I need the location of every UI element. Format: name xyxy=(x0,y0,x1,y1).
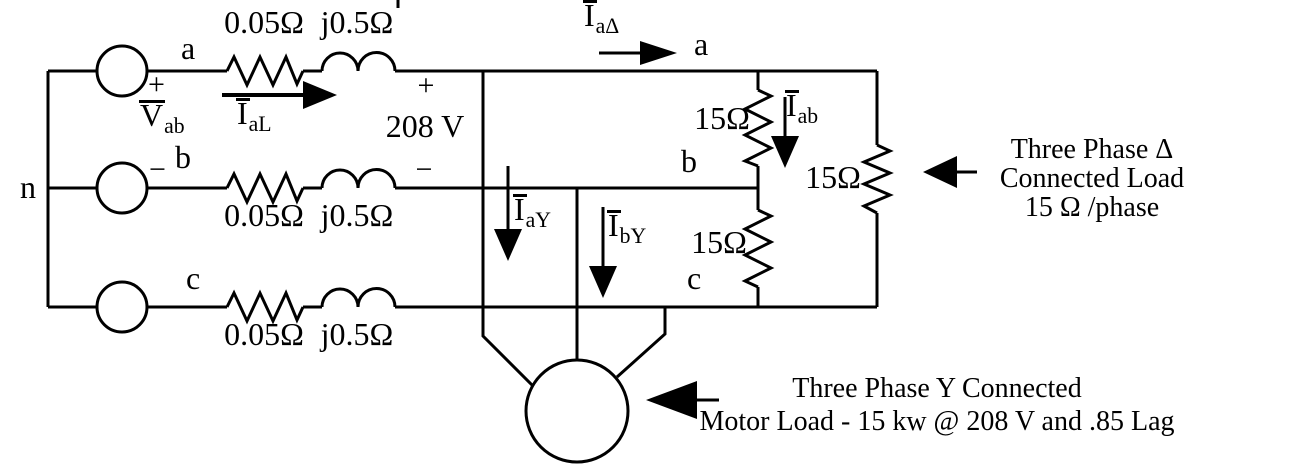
i-bY-arrowhead-icon xyxy=(589,266,617,298)
delta-note-arrowhead-icon xyxy=(923,156,957,188)
motor-load-note: Three Phase Y Connected Motor Load - 15 … xyxy=(699,372,1174,438)
bus-minus-sign: − xyxy=(415,153,433,186)
delta-resistor-ab-value: 15Ω xyxy=(694,100,750,136)
source-b-circle xyxy=(95,161,149,215)
source-voltage-label: Vab xyxy=(138,97,185,138)
resistance-label-c: 0.05Ω xyxy=(224,316,304,352)
source-node-b-label: b xyxy=(175,139,191,175)
inductor-a xyxy=(320,51,397,72)
inductor-b xyxy=(320,168,397,189)
i-aY-arrowhead-icon xyxy=(494,229,522,261)
delta-resistor-ab xyxy=(741,88,775,168)
iaL-subscript: aL xyxy=(248,111,272,136)
wye-feeder-a xyxy=(481,71,535,388)
current-iab-label: Iab xyxy=(785,87,819,128)
inductor-c xyxy=(320,287,397,308)
resistor-a xyxy=(225,53,305,89)
current-iaY-label: IaY xyxy=(513,191,552,232)
delta-note-line-3: 15 Ω /phase xyxy=(1024,192,1160,223)
iaDelta-subscript: aΔ xyxy=(595,13,620,38)
delta-note-line-2: Connected Load xyxy=(999,163,1185,194)
iaL-symbol: I xyxy=(236,95,250,131)
neutral-node-label: n xyxy=(20,169,36,205)
i-ab-arrowhead-icon xyxy=(771,136,799,168)
ibY-subscript: bY xyxy=(619,223,647,248)
iaY-symbol: I xyxy=(513,191,527,227)
delta-note-line-1: Three Phase Δ xyxy=(1010,134,1174,165)
bus-voltage-label: 208 V xyxy=(385,108,465,144)
iab-symbol: I xyxy=(785,87,799,123)
i-aDelta-arrowhead-icon xyxy=(640,41,677,65)
load-node-a-label: a xyxy=(694,26,709,62)
motor-circle xyxy=(524,358,630,464)
wye-feeder-c xyxy=(615,307,667,379)
reactance-label-b: j0.5Ω xyxy=(320,197,394,233)
source-minus-sign: − xyxy=(149,153,166,186)
motor-note-arrowhead-icon xyxy=(646,381,697,419)
i-aL-arrowhead-icon xyxy=(303,81,337,109)
delta-load-note: Three Phase Δ Connected Load 15 Ω /phase xyxy=(1000,135,1184,222)
current-iaL-label: IaL xyxy=(236,95,272,136)
reactance-label-c: j0.5Ω xyxy=(320,316,394,352)
bus-plus-sign: + xyxy=(417,69,435,102)
load-node-c-label: c xyxy=(687,260,702,296)
resistor-b xyxy=(225,170,305,206)
current-iaDelta-label: IaΔ xyxy=(583,0,620,38)
source-node-c-label: c xyxy=(186,260,201,296)
reactance-label-a: j0.5Ω xyxy=(320,4,394,40)
vab-symbol: V xyxy=(138,97,166,133)
delta-resistor-ca-value: 15Ω xyxy=(805,159,861,195)
motor-note-line-2: Motor Load - 15 kw @ 208 V and .85 Lag xyxy=(699,406,1175,437)
source-node-a-label: a xyxy=(181,30,196,66)
ibY-symbol: I xyxy=(607,207,621,243)
vab-subscript: ab xyxy=(164,113,185,138)
iab-subscript: ab xyxy=(797,103,819,128)
motor-note-line-1: Three Phase Y Connected xyxy=(792,373,1082,404)
load-node-b-label: b xyxy=(681,143,697,179)
iaDelta-symbol: I xyxy=(583,0,597,33)
source-plus-sign: + xyxy=(148,68,165,101)
source-a-circle xyxy=(95,44,149,98)
delta-resistor-bc xyxy=(741,208,775,289)
source-c-circle xyxy=(95,280,149,334)
delta-resistor-bc-value: 15Ω xyxy=(691,224,747,260)
delta-resistor-ca xyxy=(860,143,894,215)
resistance-label-b: 0.05Ω xyxy=(224,197,304,233)
iaY-subscript: aY xyxy=(525,207,552,232)
resistance-label-a: 0.05Ω xyxy=(224,4,304,40)
current-ibY-label: IbY xyxy=(607,207,647,248)
resistor-c xyxy=(225,289,305,325)
